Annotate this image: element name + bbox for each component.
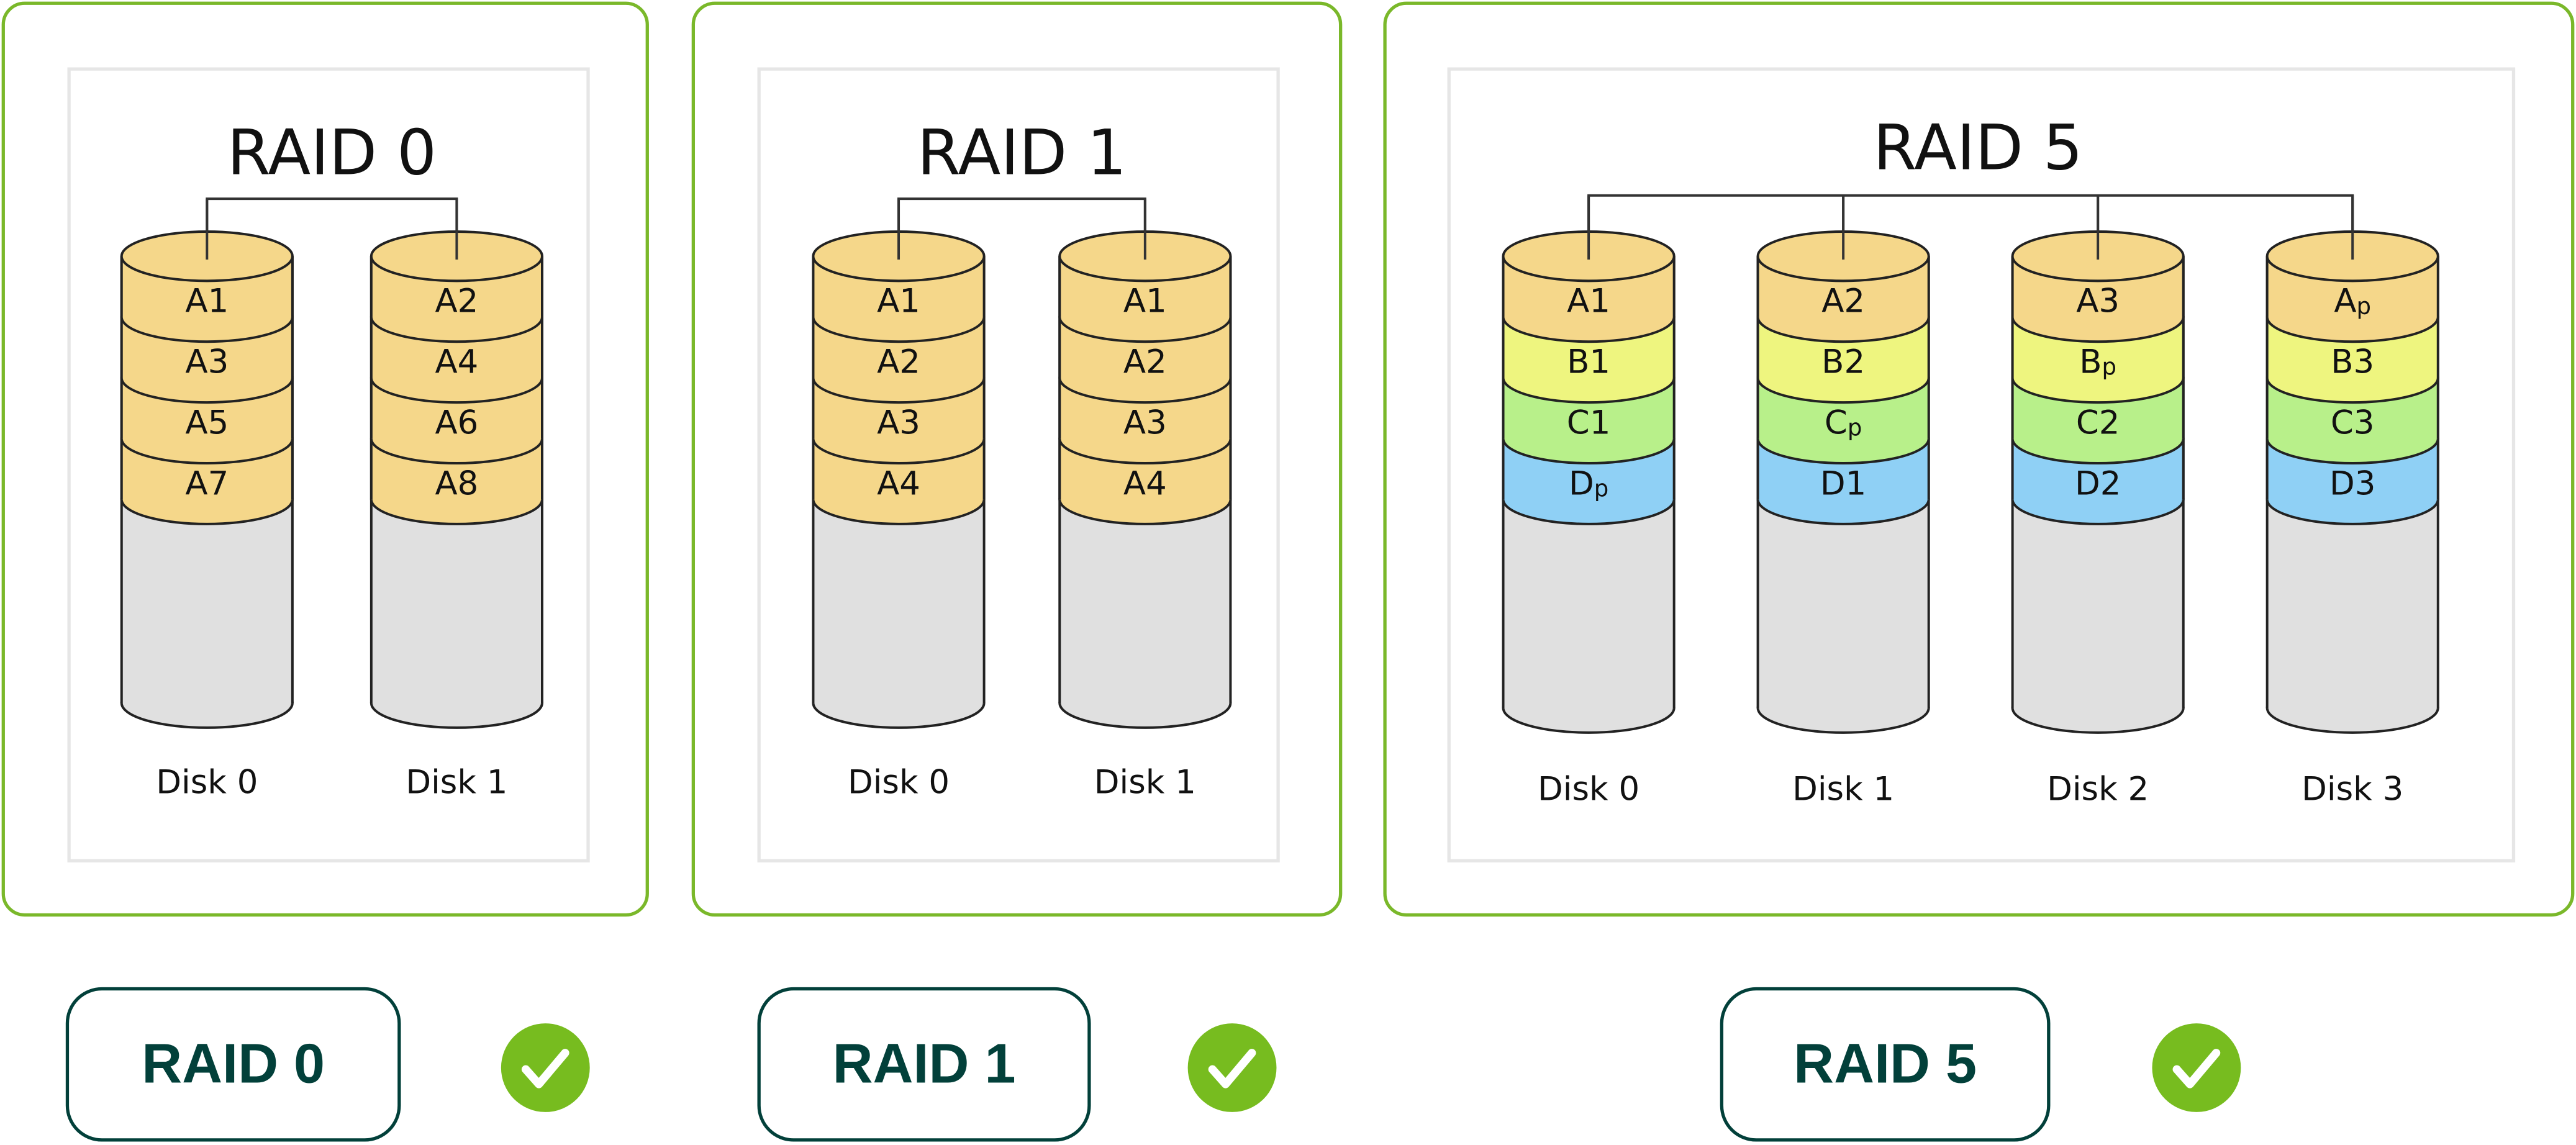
block-label: A2 xyxy=(435,283,478,320)
diagram-frame xyxy=(67,67,590,862)
parity-subscript: p xyxy=(2357,292,2372,319)
raid-title: RAID 1 xyxy=(917,116,1127,189)
block-label: A1 xyxy=(1567,283,1610,320)
block-label: D2 xyxy=(2075,464,2121,502)
disk-label: Disk 3 xyxy=(2302,770,2403,808)
block-label: B1 xyxy=(1567,343,1610,381)
diagram-frame xyxy=(757,67,1280,862)
block-label: A2 xyxy=(1821,283,1865,320)
disk-label: Disk 1 xyxy=(406,764,507,802)
block-label: A3 xyxy=(1123,404,1167,441)
block-label: A3 xyxy=(2076,283,2120,320)
block-label: A4 xyxy=(877,464,920,502)
disk-label: Disk 0 xyxy=(156,764,258,802)
block-label: A8 xyxy=(435,464,478,502)
block-label: D3 xyxy=(2329,464,2375,502)
check-mark-path xyxy=(1208,1049,1256,1088)
diagram-frame xyxy=(1447,67,2516,862)
check-mark xyxy=(1208,1049,1256,1088)
disk-label: Disk 0 xyxy=(848,764,950,802)
raid-title: RAID 0 xyxy=(227,116,437,189)
disk-label: Disk 1 xyxy=(1792,770,1894,808)
check-mark xyxy=(521,1049,569,1088)
block-label: A6 xyxy=(435,404,478,441)
block-label: A4 xyxy=(1123,464,1167,502)
block-label: C2 xyxy=(2076,404,2120,441)
block-label: B3 xyxy=(2331,343,2374,381)
parity-subscript: p xyxy=(1594,475,1609,502)
parity-subscript: p xyxy=(1848,414,1862,441)
parity-subscript: p xyxy=(2102,353,2117,380)
raid0-button[interactable]: RAID 0 xyxy=(65,987,401,1142)
connector-line xyxy=(1587,194,2354,260)
block-label: A3 xyxy=(185,343,229,381)
data-block: A8 xyxy=(370,438,543,525)
block-label: A7 xyxy=(185,464,229,502)
raid-title: RAID 5 xyxy=(1873,111,2082,184)
block-label: A3 xyxy=(877,404,920,441)
disk-label: Disk 1 xyxy=(1094,764,1196,802)
block-label: A1 xyxy=(1123,283,1167,320)
raid5-button[interactable]: RAID 5 xyxy=(1720,987,2051,1142)
block-label: A1 xyxy=(185,283,229,320)
check-icon xyxy=(1187,1023,1277,1112)
block-label: A5 xyxy=(185,404,229,441)
disk-label: Disk 2 xyxy=(2047,770,2149,808)
disk-label: Disk 0 xyxy=(1538,770,1639,808)
block-label: D1 xyxy=(1820,464,1866,502)
block-label: A1 xyxy=(877,283,920,320)
raid1-button[interactable]: RAID 1 xyxy=(757,987,1091,1142)
check-mark xyxy=(2172,1049,2221,1088)
check-icon xyxy=(501,1023,590,1112)
block-label: B2 xyxy=(1821,343,1865,381)
data-block: A6 xyxy=(370,378,543,464)
block-label: C3 xyxy=(2331,404,2375,441)
block-label: A2 xyxy=(1123,343,1167,381)
block-label: C1 xyxy=(1567,404,1611,441)
block-label: A2 xyxy=(877,343,920,381)
block-label: A4 xyxy=(435,343,478,381)
check-icon xyxy=(2152,1023,2241,1112)
check-mark-path xyxy=(521,1049,569,1088)
check-mark-path xyxy=(2172,1049,2221,1088)
data-block: B1 xyxy=(1502,317,1676,404)
